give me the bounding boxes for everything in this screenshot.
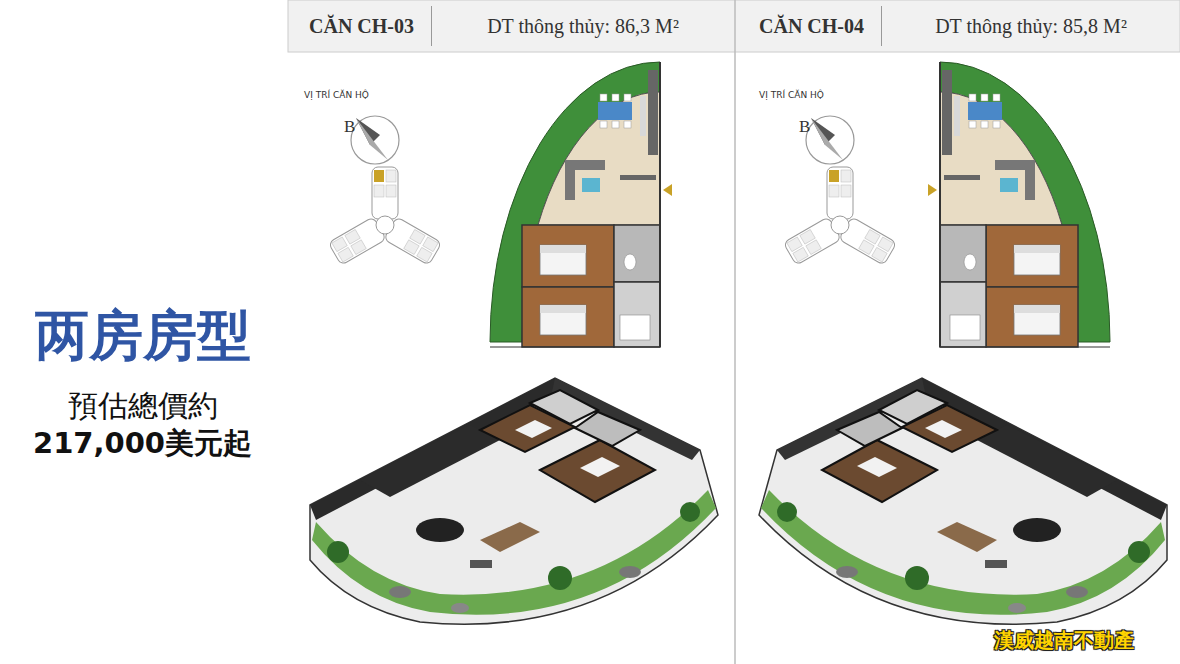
price-value: 217,000美元起 [0,424,285,464]
location-label: VỊ TRÍ CĂN HỘ [304,90,369,100]
unit-name-cell: CĂN CH-04 [742,6,882,46]
unit-name-cell: CĂN CH-03 [292,6,432,46]
location-label: VỊ TRÍ CĂN HỘ [759,90,824,100]
unit-name: CĂN CH-03 [309,15,414,38]
compass-letter: B [799,117,810,137]
watermark: 漢威越南不動產 [994,627,1134,654]
unit-area: DT thông thủy: 85,8 M² [935,15,1127,38]
unit-name: CĂN CH-04 [759,15,864,38]
page-title: 两房房型 [0,300,285,373]
unit-area-cell: DT thông thủy: 85,8 M² [886,6,1176,46]
price-note: 預估總價約 [0,386,285,427]
compass-letter: B [344,117,355,137]
unit-area-cell: DT thông thủy: 86,3 M² [436,6,730,46]
unit-area: DT thông thủy: 86,3 M² [487,15,679,38]
